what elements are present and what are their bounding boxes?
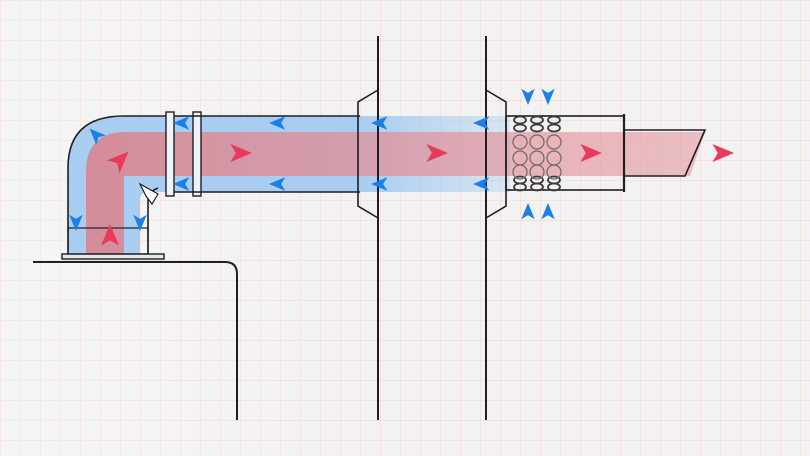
flue-tip: [624, 129, 707, 177]
exhaust-arrow: [101, 224, 119, 246]
boiler-outline: [33, 261, 238, 420]
fresh-air-arrow: [541, 203, 555, 220]
fresh-air-arrow: [133, 214, 147, 231]
inner-flue-exhaust: [86, 132, 705, 255]
exhaust-arrow: [712, 144, 734, 162]
inner-wall-rosette: [357, 89, 379, 219]
fresh-air-arrow: [269, 116, 286, 130]
fresh-air-arrow: [269, 177, 286, 191]
boiler-flange: [61, 253, 165, 260]
fresh-air-arrow: [371, 177, 388, 191]
exhaust-arrow: [230, 144, 252, 162]
elbow-outer-edge: [67, 115, 168, 255]
fresh-air-arrow: [473, 116, 490, 130]
fresh-air-arrow: [521, 88, 535, 105]
fresh-air-arrow: [473, 177, 490, 191]
fresh-air-arrow: [89, 128, 106, 145]
fresh-air-arrow: [541, 88, 555, 105]
exhaust-arrow: [580, 144, 602, 162]
boiler-collar: [67, 227, 149, 255]
fresh-air-arrow: [521, 203, 535, 220]
fresh-air-arrow: [173, 177, 190, 191]
fresh-air-arrow: [173, 116, 190, 130]
joint-clamp-a: [165, 111, 175, 197]
fresh-air-arrow: [371, 116, 388, 130]
joint-clamp-b: [192, 111, 202, 197]
terminal-grille: [512, 115, 562, 192]
flow-arrows: [69, 88, 734, 246]
sampling-port: [138, 182, 159, 206]
exhaust-arrow: [106, 151, 129, 174]
exhaust-arrow: [426, 144, 448, 162]
fresh-air-arrow: [69, 214, 83, 231]
